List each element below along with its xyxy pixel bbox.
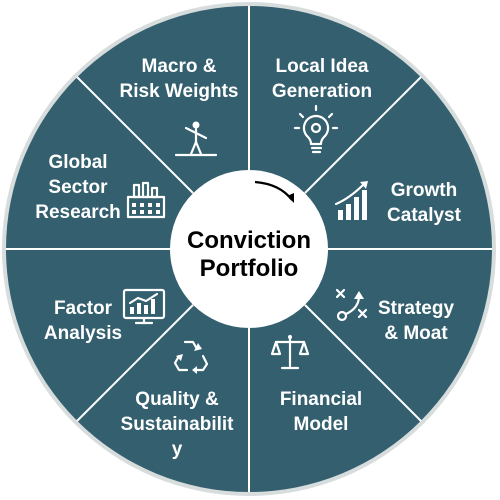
segment-label-line2: Risk Weights xyxy=(120,81,239,102)
segment-strategy-moat: Strategy & Moat xyxy=(335,288,454,344)
scales-icon xyxy=(270,334,310,370)
segment-label-line3: Research xyxy=(35,202,121,223)
segment-macro-risk-weights: Macro & Risk Weights xyxy=(120,56,239,157)
monitor-chart-icon xyxy=(122,288,166,325)
segment-growth-catalyst: Growth Catalyst xyxy=(334,180,462,226)
segment-label-line2: & Moat xyxy=(384,323,448,344)
segment-label-line2: Sustainabilit xyxy=(121,414,235,435)
segment-dividers xyxy=(6,6,492,492)
lightbulb-gear-icon xyxy=(293,104,339,154)
segment-label-line2: Sector xyxy=(48,177,108,198)
segment-label-line1: Global xyxy=(48,152,107,173)
segment-label-line2: Analysis xyxy=(44,323,122,344)
segment-label-line1: Macro & xyxy=(142,56,217,77)
factory-icon xyxy=(126,181,166,219)
segment-factor-analysis: Factor Analysis xyxy=(44,288,166,344)
segment-label-line1: Financial xyxy=(280,389,362,410)
segment-quality-sustainability: Quality & Sustainabilit y xyxy=(121,340,235,460)
segment-local-idea-generation: Local Idea Generation xyxy=(272,56,372,154)
segment-label-line2: Model xyxy=(294,414,349,435)
divider-bottom-left xyxy=(76,304,194,422)
tightrope-walker-icon xyxy=(174,121,218,157)
segment-label-line2: Catalyst xyxy=(387,205,462,226)
growth-chart-icon xyxy=(334,181,368,220)
divider-bottom-right xyxy=(304,304,422,422)
segment-label-line1: Strategy xyxy=(378,298,454,319)
recycle-icon xyxy=(173,340,209,374)
segment-label-line3: y xyxy=(172,439,183,460)
center-title-line1: Conviction xyxy=(187,227,311,254)
segment-label-line2: Generation xyxy=(272,81,372,102)
segment-financial-model: Financial Model xyxy=(270,334,362,435)
center-circle xyxy=(170,170,328,328)
rotation-arrow-head-icon xyxy=(287,193,294,203)
segment-global-sector-research: Global Sector Research xyxy=(35,152,166,223)
segment-label-line1: Local Idea xyxy=(276,56,369,77)
divider-top-right xyxy=(304,76,422,194)
segment-label-line1: Growth xyxy=(391,180,458,201)
divider-top-left xyxy=(76,76,194,194)
segment-label-line1: Quality & xyxy=(135,389,219,410)
center-title-line2: Portfolio xyxy=(200,255,299,282)
strategy-play-icon xyxy=(335,288,368,322)
segment-label-line1: Factor xyxy=(54,298,113,319)
